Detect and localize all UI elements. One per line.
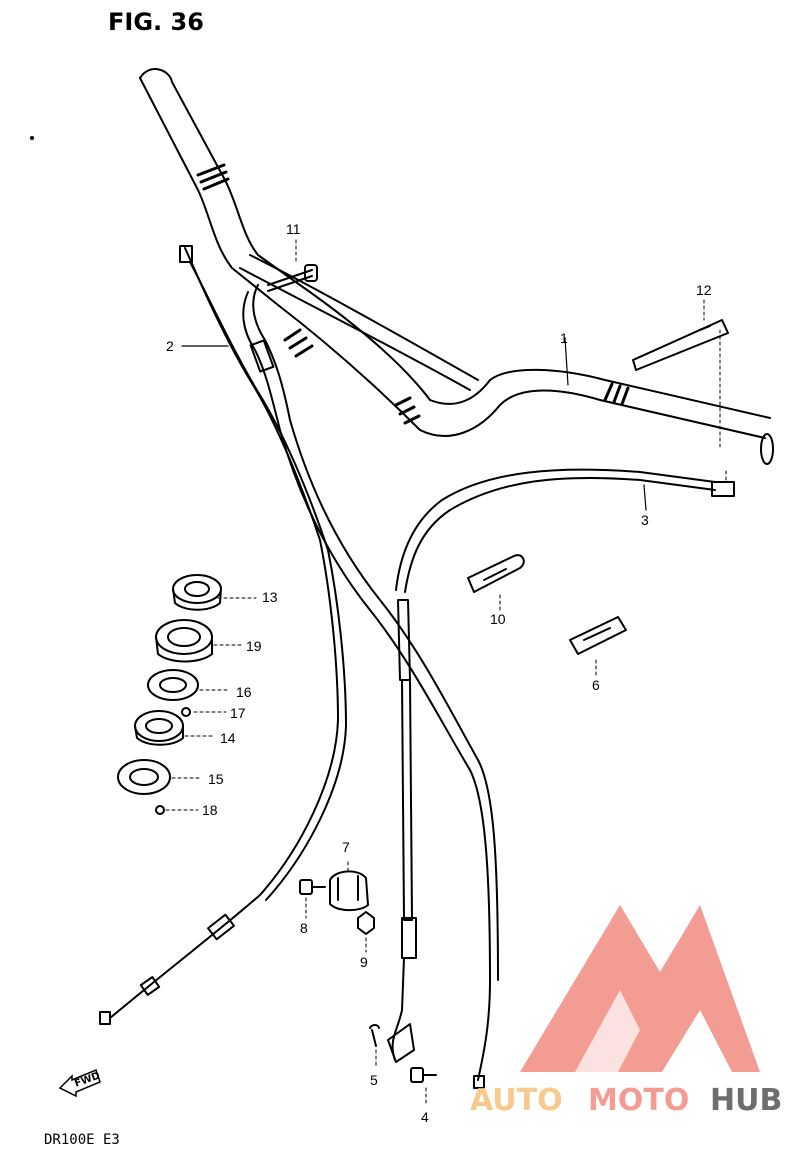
cushion-15 xyxy=(117,759,171,795)
callout-18: 18 xyxy=(202,802,218,818)
leader-lines xyxy=(165,239,727,1106)
logo-triangle-inner xyxy=(575,990,640,1072)
callout-17: 17 xyxy=(230,705,246,721)
logo-text-hub: HUB xyxy=(710,1083,782,1118)
callout-6: 6 xyxy=(592,677,600,693)
bolt-11 xyxy=(267,264,318,292)
throttle-cable-2 xyxy=(99,245,347,1025)
callout-2: 2 xyxy=(166,338,174,354)
callout-13: 13 xyxy=(262,589,278,605)
bracket-10 xyxy=(467,554,525,593)
callout-3: 3 xyxy=(641,512,649,528)
callout-14: 14 xyxy=(220,730,236,746)
logo-text-auto: AUTO xyxy=(470,1083,563,1118)
bushing-19 xyxy=(155,619,213,663)
washer-17 xyxy=(181,707,191,717)
plate-6 xyxy=(569,616,627,655)
automotohub-logo: AUTO MOTO HUB xyxy=(470,905,782,1118)
pin-5 xyxy=(369,1024,380,1047)
holder-7 xyxy=(329,870,369,912)
callout-8: 8 xyxy=(300,920,308,936)
logo-text-moto: MOTO xyxy=(588,1083,689,1118)
fwd-arrow-icon: FWD xyxy=(58,1068,102,1098)
callout-7: 7 xyxy=(342,839,350,855)
solid-leader-lines xyxy=(181,337,647,511)
washer-13 xyxy=(172,574,222,611)
handlebar xyxy=(139,68,774,465)
callout-10: 10 xyxy=(490,611,506,627)
bolt-4 xyxy=(410,1067,437,1083)
clutch-cable-3 xyxy=(242,284,499,1089)
nut-9 xyxy=(357,911,375,935)
callout-16: 16 xyxy=(236,684,252,700)
screw-8 xyxy=(299,879,326,895)
bushing-14 xyxy=(134,710,184,746)
washer-18 xyxy=(155,805,165,815)
callout-11: 11 xyxy=(286,221,301,237)
cushion-16 xyxy=(147,669,199,701)
model-label: DR100E E3 xyxy=(44,1132,120,1148)
callout-15: 15 xyxy=(208,771,224,787)
callout-labels: 1 2 3 4 5 6 7 8 9 10 11 12 13 14 15 16 1… xyxy=(166,221,712,1125)
callout-19: 19 xyxy=(246,638,262,654)
callout-1: 1 xyxy=(560,330,568,346)
callout-12: 12 xyxy=(696,282,712,298)
figure-title: FIG. 36 xyxy=(108,8,204,36)
callout-5: 5 xyxy=(370,1072,378,1088)
cable-strap-12 xyxy=(632,319,729,371)
logo-triangle-mark xyxy=(520,905,760,1072)
callout-9: 9 xyxy=(360,954,368,970)
callout-4: 4 xyxy=(421,1109,429,1125)
scan-dot xyxy=(30,136,34,140)
cable-end-fitting xyxy=(387,1023,415,1063)
cable-3-upper xyxy=(391,468,735,1061)
